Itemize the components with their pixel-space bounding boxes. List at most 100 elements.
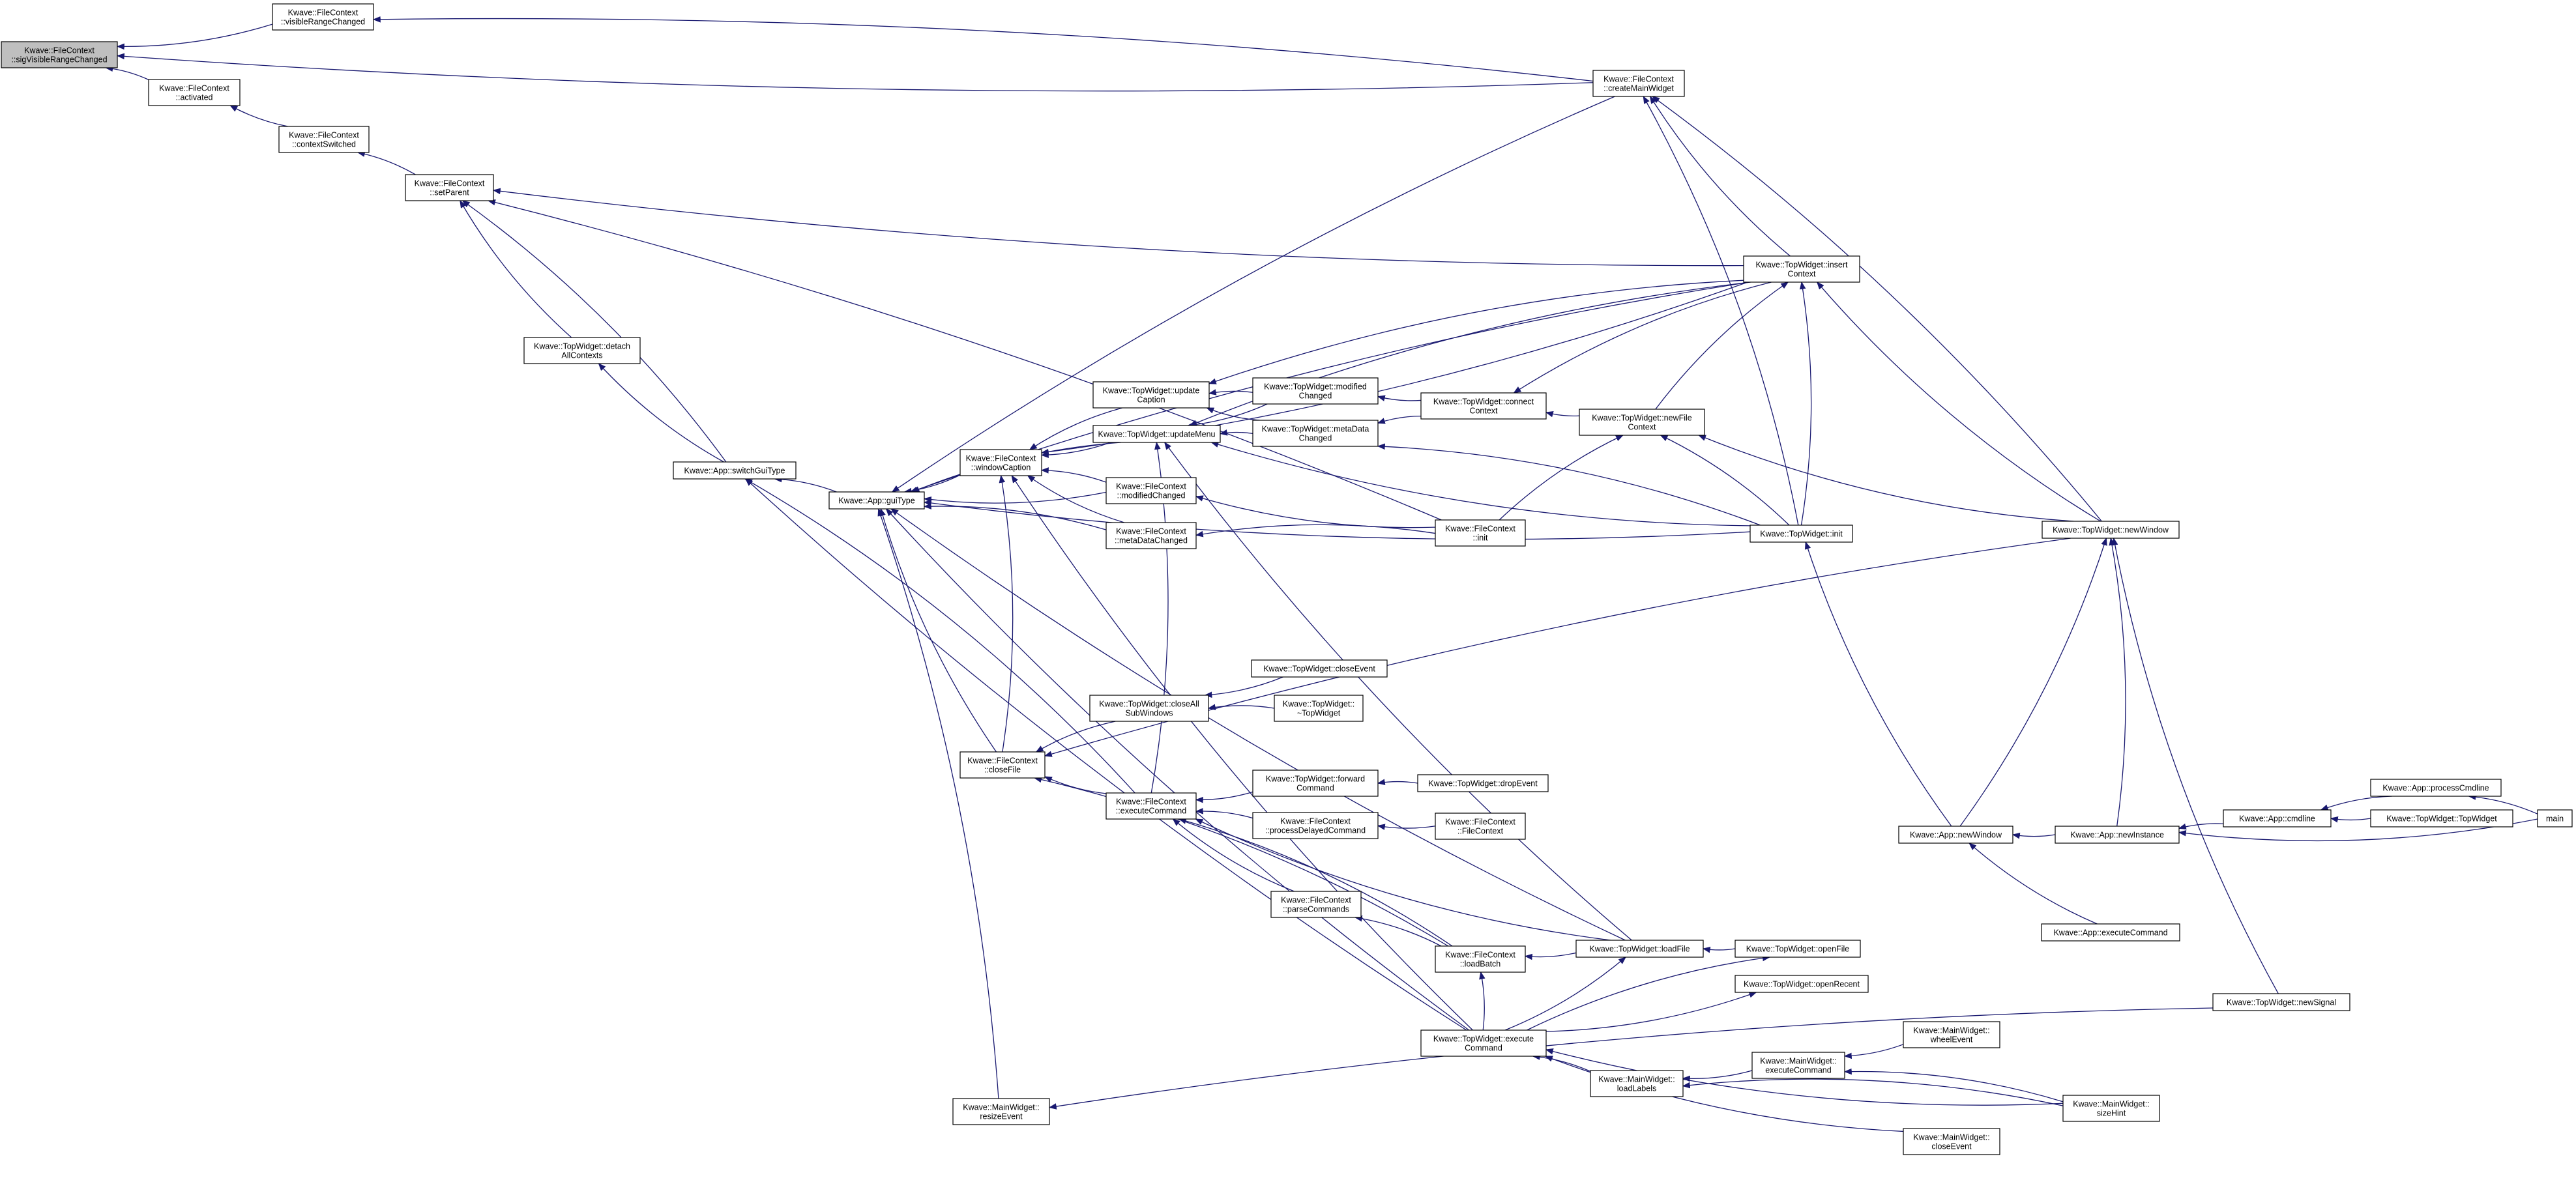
edge-closeFile-to-guiType: [879, 508, 997, 753]
node-mwExecuteCommand[interactable]: Kwave::MainWidget::executeCommand: [1751, 1052, 1845, 1079]
node-processCmdline[interactable]: Kwave::App::processCmdline: [2370, 779, 2502, 797]
node-visibleRangeChanged[interactable]: Kwave::FileContext::visibleRangeChanged: [272, 3, 374, 31]
edge-processDelayedCommand-to-fcExecuteCommand: [1195, 807, 1253, 819]
node-fcInit[interactable]: Kwave::FileContext::init: [1435, 519, 1526, 547]
node-box: [1592, 70, 1685, 97]
edge-fcInit-to-setParent: [488, 199, 1442, 521]
edge-fcExecuteCommand-to-closeFile: [1044, 776, 1107, 794]
edge-metaDataChangedTW-to-updateCaption: [1206, 407, 1260, 421]
node-box: [2041, 923, 2180, 942]
node-windowCaption[interactable]: Kwave::FileContext::windowCaption: [959, 449, 1042, 476]
edge-insertContext-to-setParent: [492, 188, 1744, 266]
node-dropEvent[interactable]: Kwave::TopWidget::dropEvent: [1417, 774, 1549, 792]
node-openRecent[interactable]: Kwave::TopWidget::openRecent: [1734, 975, 1869, 993]
edge-twExecuteCommand-to-loadFile: [1504, 957, 1626, 1031]
node-dtorTopWidget[interactable]: Kwave::TopWidget::~TopWidget: [1274, 695, 1364, 722]
node-label: ~TopWidget: [1297, 709, 1341, 718]
edge-updateCaption-to-windowCaption: [1029, 407, 1122, 450]
node-sizeHint[interactable]: Kwave::MainWidget::sizeHint: [2062, 1095, 2160, 1122]
node-label: Context: [1628, 423, 1656, 432]
edge-wheelEvent-to-mwExecuteCommand: [1843, 1044, 1904, 1059]
node-wheelEvent[interactable]: Kwave::MainWidget::wheelEvent: [1903, 1021, 2000, 1048]
edge-sizeHint-to-loadLabels: [1682, 1078, 2064, 1106]
edge-dtorTopWidget-to-closeAllSubWindows: [1207, 704, 1275, 711]
node-sigVisibleRangeChanged[interactable]: Kwave::FileContext::sigVisibleRangeChang…: [1, 41, 118, 68]
node-label: Kwave::TopWidget::openFile: [1746, 945, 1849, 954]
node-openFile[interactable]: Kwave::TopWidget::openFile: [1734, 940, 1861, 958]
node-createMainWidget[interactable]: Kwave::FileContext::createMainWidget: [1592, 70, 1685, 97]
node-parseCommands[interactable]: Kwave::FileContext::parseCommands: [1270, 891, 1362, 918]
node-label: Command: [1465, 1044, 1502, 1053]
node-closeFile[interactable]: Kwave::FileContext::closeFile: [959, 751, 1046, 779]
node-appNewWindow[interactable]: Kwave::App::newWindow: [1898, 826, 2013, 844]
node-label: Kwave::App::cmdline: [2239, 814, 2315, 824]
node-modifiedChangedTW[interactable]: Kwave::TopWidget::modifiedChanged: [1252, 377, 1379, 405]
node-label: Kwave::TopWidget::init: [1760, 530, 1843, 539]
node-switchGuiType[interactable]: Kwave::App::switchGuiType: [673, 461, 797, 480]
node-box: [1105, 522, 1197, 549]
node-loadBatch[interactable]: Kwave::FileContext::loadBatch: [1435, 945, 1526, 973]
node-label: Kwave::FileContext: [1116, 482, 1186, 491]
node-label: ::executeCommand: [1116, 807, 1186, 816]
edge-twInit-to-insertContext: [1799, 281, 1812, 526]
node-label: ::FileContext: [1457, 827, 1504, 836]
edge-newInstance-to-newWindowTW: [2109, 537, 2126, 827]
node-mwCloseEvent[interactable]: Kwave::MainWidget::closeEvent: [1903, 1128, 2000, 1155]
node-box: [1734, 940, 1861, 958]
node-loadFile[interactable]: Kwave::TopWidget::loadFile: [1575, 940, 1704, 958]
edge-twInit-to-newFileContext: [1660, 435, 1790, 526]
node-box: [1898, 826, 2013, 844]
node-label: ::contextSwitched: [292, 140, 356, 149]
node-label: ::init: [1473, 534, 1488, 543]
node-newSignal[interactable]: Kwave::TopWidget::newSignal: [2212, 993, 2350, 1011]
node-closeEventTW[interactable]: Kwave::TopWidget::closeEvent: [1251, 659, 1388, 678]
node-metaDataChangedTW[interactable]: Kwave::TopWidget::metaDataChanged: [1252, 420, 1379, 447]
edge-appExecuteCommand-to-appNewWindow: [1969, 842, 2098, 925]
node-label: Kwave::MainWidget::: [1913, 1133, 1989, 1142]
node-guiType[interactable]: Kwave::App::guiType: [828, 491, 925, 510]
node-label: Kwave::FileContext: [1116, 527, 1186, 536]
node-cmdline[interactable]: Kwave::App::cmdline: [2223, 809, 2332, 827]
node-main[interactable]: main: [2537, 809, 2573, 827]
node-appExecuteCommand[interactable]: Kwave::App::executeCommand: [2041, 923, 2180, 942]
node-twCtor[interactable]: Kwave::TopWidget::TopWidget: [2370, 809, 2513, 827]
node-label: Kwave::App::processCmdline: [2382, 784, 2489, 793]
node-twInit[interactable]: Kwave::TopWidget::init: [1749, 525, 1853, 543]
node-updateMenu[interactable]: Kwave::TopWidget::updateMenu: [1092, 425, 1221, 443]
node-loadLabels[interactable]: Kwave::MainWidget::loadLabels: [1590, 1070, 1684, 1097]
node-newInstance[interactable]: Kwave::App::newInstance: [2055, 826, 2180, 844]
node-label: loadLabels: [1617, 1084, 1656, 1093]
edge-newWindowTW-to-insertContext: [1816, 281, 2101, 522]
node-setParent[interactable]: Kwave::FileContext::setParent: [405, 174, 494, 201]
node-processDelayedCommand[interactable]: Kwave::FileContext::processDelayedComman…: [1252, 812, 1379, 839]
node-box: [2370, 809, 2513, 827]
node-contextSwitched[interactable]: Kwave::FileContext::contextSwitched: [278, 126, 370, 153]
node-label: ::activated: [176, 93, 213, 102]
edge-closeFile-to-windowCaption: [999, 474, 1014, 753]
node-box: [952, 1098, 1050, 1125]
node-resizeEvent[interactable]: Kwave::MainWidget::resizeEvent: [952, 1098, 1050, 1125]
edge-parseCommands-to-fcExecuteCommand: [1172, 818, 1295, 892]
node-label: ::modifiedChanged: [1117, 491, 1186, 500]
node-fcExecuteCommand[interactable]: Kwave::FileContext::executeCommand: [1105, 792, 1197, 820]
node-box: [1743, 255, 1860, 283]
edge-main-to-newInstance: [2178, 818, 2538, 842]
node-label: Kwave::TopWidget::newWindow: [2053, 526, 2169, 535]
node-activated[interactable]: Kwave::FileContext::activated: [148, 79, 241, 106]
node-modifiedChangedFC[interactable]: Kwave::FileContext::modifiedChanged: [1105, 477, 1197, 504]
node-fcCtor[interactable]: Kwave::FileContext::FileContext: [1435, 813, 1526, 840]
edge-modifiedChangedFC-to-windowCaption: [1040, 467, 1107, 483]
node-label: Kwave::TopWidget::execute: [1433, 1035, 1534, 1044]
node-metaDataChangedFC[interactable]: Kwave::FileContext::metaDataChanged: [1105, 522, 1197, 549]
node-box: [1092, 381, 1210, 409]
node-box: [1751, 1052, 1845, 1079]
node-newWindowTW[interactable]: Kwave::TopWidget::newWindow: [2042, 521, 2180, 539]
node-twExecuteCommand[interactable]: Kwave::TopWidget::executeCommand: [1420, 1029, 1547, 1057]
